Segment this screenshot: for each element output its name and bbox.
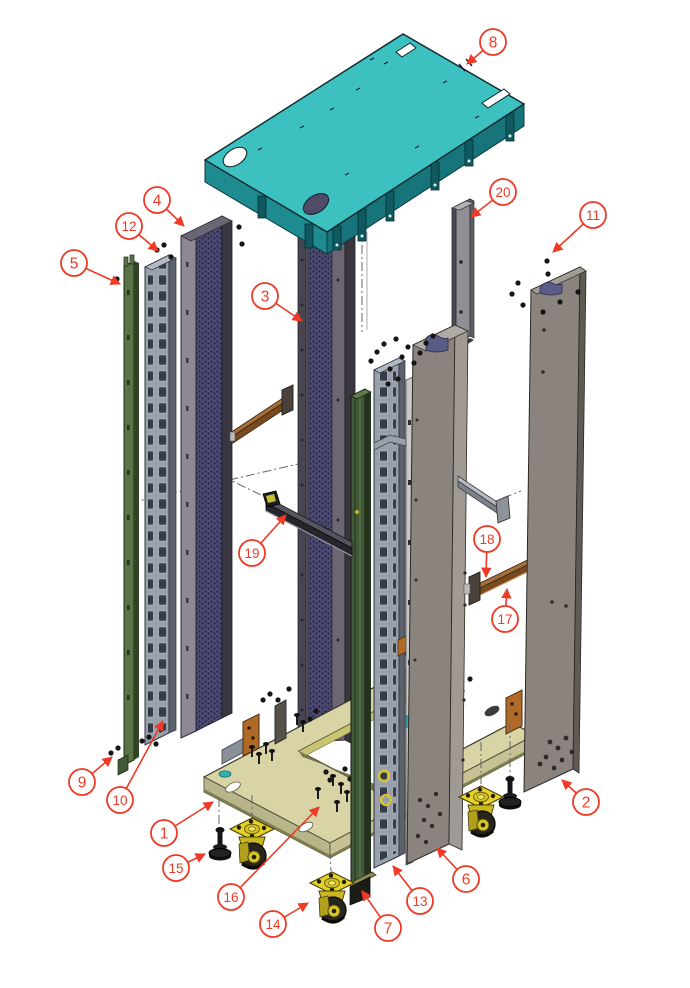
callout-number: 15 [168, 861, 183, 876]
callout-balloon [68, 768, 96, 796]
callout-number: 16 [223, 890, 238, 905]
callout-balloon [162, 854, 190, 882]
top-cover-panel [203, 33, 526, 255]
callout-number: 13 [412, 894, 427, 909]
callout-number: 1 [160, 826, 169, 843]
callout-number: 8 [489, 35, 498, 52]
callout-number: 18 [479, 532, 494, 547]
panel-clip-purple-2 [539, 281, 563, 296]
caster-left [228, 816, 276, 871]
callout-balloon [143, 186, 171, 214]
caster-front [308, 870, 356, 925]
callout-14: 14 [259, 902, 309, 938]
callout-number: 17 [497, 612, 512, 627]
left-rail-slotted [144, 254, 177, 746]
callout-10: 10 [106, 720, 164, 814]
callout-balloon [489, 178, 517, 206]
cross-brace-gray [457, 475, 511, 524]
callout-balloon [106, 786, 134, 814]
callout-number: 3 [261, 289, 270, 306]
callout-balloon [452, 865, 480, 893]
base-bracket-orange-right [505, 689, 523, 735]
callout-17: 17 [491, 587, 519, 633]
callout-6: 6 [436, 847, 480, 893]
callout-number: 6 [462, 872, 471, 889]
callout-number: 19 [244, 546, 259, 561]
callout-balloon [251, 282, 279, 310]
callout-balloon [473, 525, 501, 553]
callout-number: 10 [112, 793, 127, 808]
base-bracket-orange-left [242, 713, 260, 757]
callout-number: 14 [265, 917, 281, 932]
callout-number: 11 [586, 208, 600, 223]
corner-post-front-left [297, 209, 356, 747]
callout-balloon [374, 914, 402, 942]
callout-1: 1 [150, 801, 214, 847]
callout-balloon [259, 910, 287, 938]
callout-12: 12 [115, 212, 159, 252]
callout-2: 2 [561, 779, 600, 816]
callout-balloon [406, 887, 434, 915]
callout-15: 15 [162, 853, 206, 882]
leveling-foot-left [208, 826, 232, 861]
side-panel-outer [523, 266, 587, 793]
callout-number: 12 [121, 219, 136, 234]
callout-number: 4 [153, 193, 162, 210]
cross-brace-dark [262, 490, 353, 557]
callout-number: 9 [78, 775, 87, 792]
callout-balloon [572, 788, 600, 816]
callout-balloon [115, 212, 143, 240]
callout-19: 19 [238, 514, 287, 567]
callout-balloon [217, 883, 245, 911]
callout-balloon [491, 605, 519, 633]
callout-4: 4 [143, 186, 185, 227]
callout-3: 3 [251, 282, 303, 322]
caster-right [457, 784, 505, 839]
callout-5: 5 [60, 249, 121, 285]
center-panel-slotted [373, 357, 407, 869]
callout-number: 5 [70, 256, 79, 273]
callout-20: 20 [470, 178, 517, 218]
callout-leader-line [119, 720, 164, 801]
leveling-foot-right [498, 775, 522, 810]
left-rail-green [117, 254, 139, 776]
callout-16: 16 [217, 806, 320, 911]
callout-8: 8 [466, 28, 507, 65]
callout-9: 9 [68, 756, 113, 796]
callout-11: 11 [552, 201, 607, 253]
callout-leader-line [230, 806, 320, 898]
callout-number: 7 [384, 921, 393, 938]
callout-balloon [150, 819, 178, 847]
callout-18: 18 [473, 525, 501, 579]
callout-balloon [479, 28, 507, 56]
left-rail-perforated [180, 215, 245, 739]
callout-balloon [60, 249, 88, 277]
callout-balloon [579, 201, 607, 229]
callout-13: 13 [392, 865, 434, 915]
callout-number: 20 [495, 185, 510, 200]
panel-bracket-gray [373, 434, 407, 451]
center-post-green [347, 388, 377, 906]
callout-number: 2 [582, 795, 591, 812]
callout-7: 7 [361, 890, 402, 942]
cross-brace-brown-upper [229, 384, 294, 444]
screws-floating-right [509, 258, 581, 315]
callout-balloon [238, 539, 266, 567]
side-panel-inner [373, 324, 469, 865]
